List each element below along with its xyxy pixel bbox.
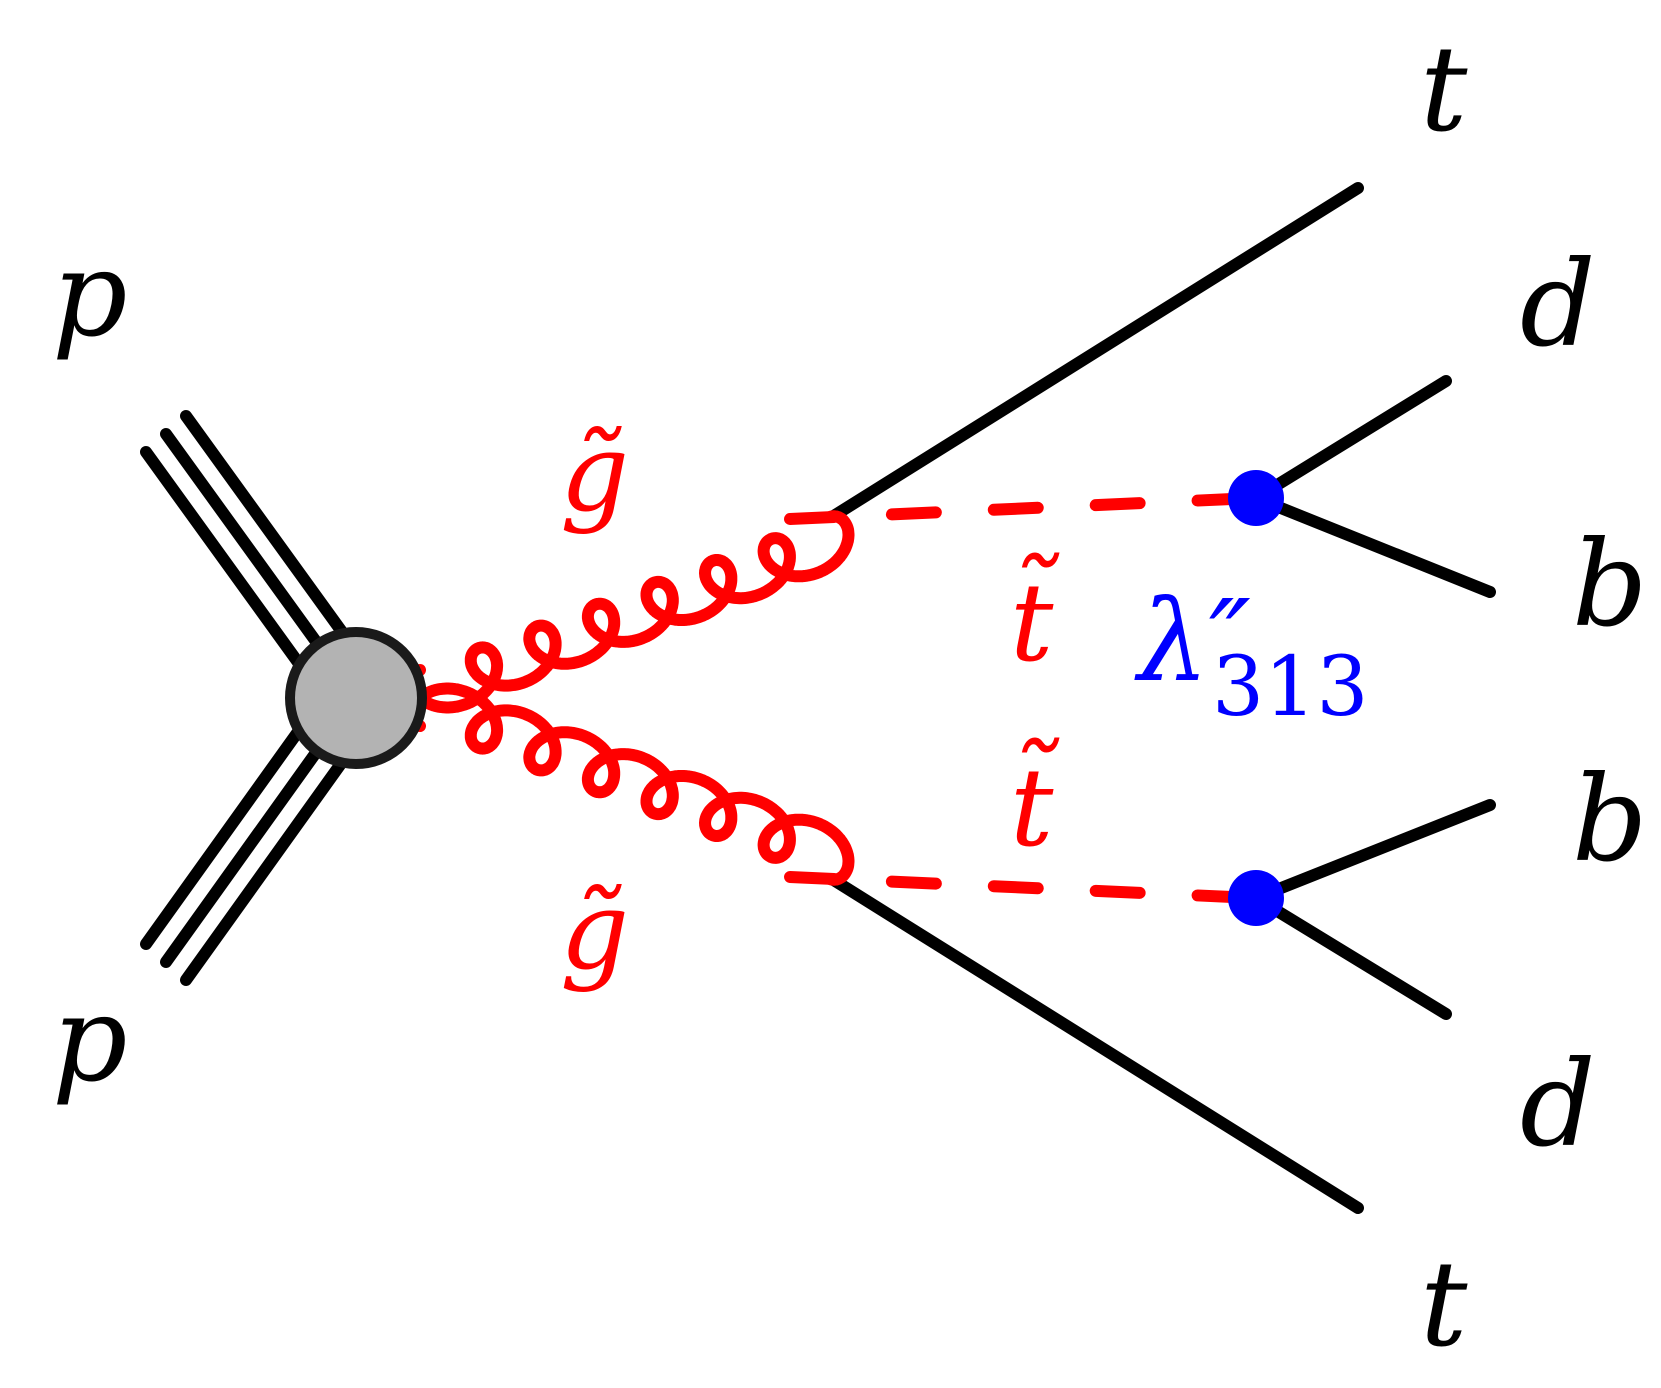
top-quark-top-line xyxy=(826,182,1364,523)
proton-top-label: p xyxy=(52,225,128,363)
d-top-line xyxy=(1250,375,1452,504)
coupling-index-label: 313 xyxy=(1212,640,1369,735)
b-top-line xyxy=(1250,492,1496,598)
proton-bottom-line xyxy=(140,716,351,986)
stop-bottom-label: t̃ xyxy=(1010,737,1060,871)
gluino-bottom-line xyxy=(406,682,855,886)
stop-bottom-dashed-line xyxy=(784,871,1238,903)
gluino-bottom-label: g̃ xyxy=(560,869,629,994)
top-quark-bottom-line xyxy=(826,873,1364,1214)
top-quark-bottom-label: t xyxy=(1420,1235,1468,1373)
coupling-symbol-label: λ″ xyxy=(1134,577,1251,707)
production-blob xyxy=(285,627,427,769)
rpv-vertex-bottom xyxy=(1228,870,1284,926)
b-bottom-label: b xyxy=(1572,750,1648,888)
gluino-top-label: g̃ xyxy=(560,411,629,536)
d-top-label: d xyxy=(1520,235,1596,373)
d-bottom-label: d xyxy=(1520,1035,1596,1173)
stop-top-label: t̃ xyxy=(1010,552,1060,686)
stop-top-dashed-line xyxy=(784,493,1238,525)
proton-top-line xyxy=(140,410,351,678)
top-quark-top-label: t xyxy=(1420,20,1468,158)
b-bottom-line xyxy=(1250,799,1496,904)
rpv-vertex-top xyxy=(1228,470,1284,526)
b-top-label: b xyxy=(1572,515,1648,653)
d-bottom-line xyxy=(1250,892,1452,1020)
proton-bottom-label: p xyxy=(52,970,128,1108)
gluino-top-line xyxy=(406,510,855,714)
